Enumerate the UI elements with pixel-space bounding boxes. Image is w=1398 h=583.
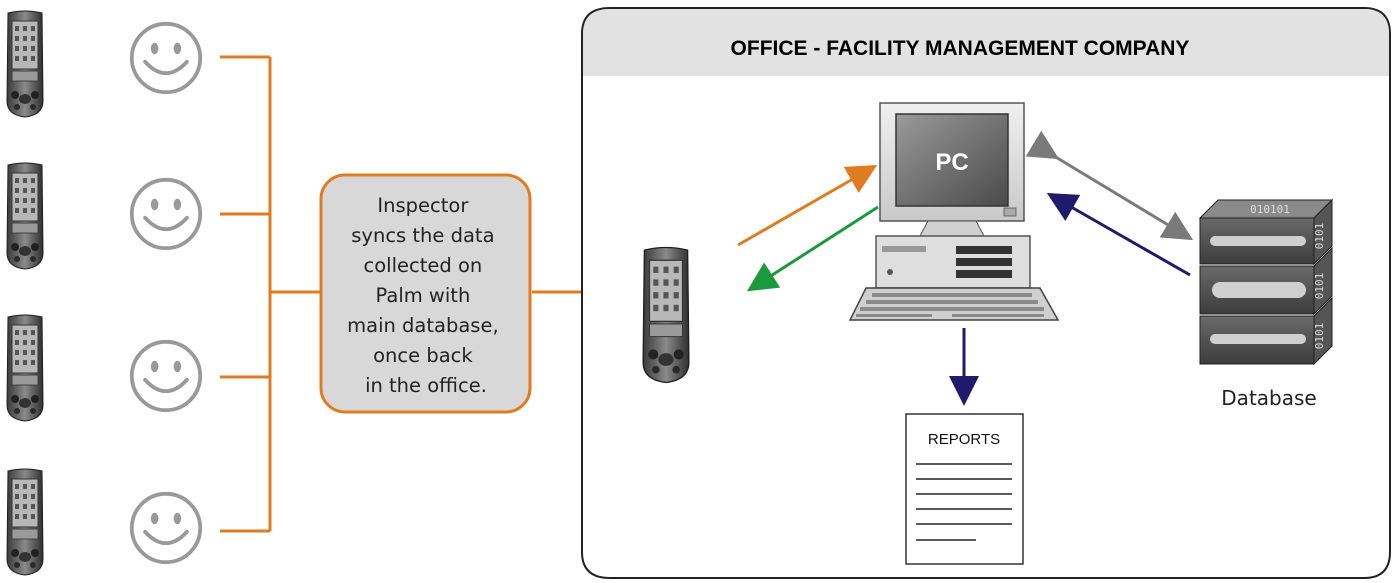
db-sync-arrow [1025, 130, 1194, 241]
palm-to-pc-arrow [737, 165, 878, 247]
db-to-pc-arrow [1046, 193, 1191, 277]
callout-line-4: Palm with [375, 284, 470, 307]
reports-label: REPORTS [928, 431, 1000, 448]
database-server-icon: 010101 0101 0101 0101 [1198, 198, 1334, 366]
db-bits-side-2: 0101 [1313, 273, 1326, 300]
palm-device-icon-1 [6, 10, 44, 118]
office-palm-icon [642, 246, 690, 384]
reports-document: REPORTS [905, 413, 1024, 565]
inspector-bracket [220, 55, 322, 533]
office-header [583, 9, 1389, 76]
callout-line-6: once back [373, 344, 473, 367]
callout-text: Inspector syncs the data collected on Pa… [347, 194, 505, 397]
office-title: OFFICE - FACILITY MANAGEMENT COMPANY [731, 37, 1190, 60]
db-bits-side-3: 0101 [1313, 323, 1326, 350]
db-bits-side-1: 0101 [1313, 223, 1326, 250]
pc-to-palm-arrow [746, 205, 879, 292]
callout-line-5: main database, [347, 314, 499, 337]
pc-screen [895, 113, 1009, 207]
pc-workstation: PC [848, 102, 1060, 321]
callout-line-1: Inspector [377, 194, 469, 217]
reports-lines [916, 463, 1012, 541]
callout-line-2: syncs the data [351, 224, 494, 247]
inspector-smiley-icon-3 [129, 339, 203, 413]
database-label: Database [1221, 386, 1316, 410]
inspector-smiley-icon-1 [129, 21, 203, 95]
inspector-group [6, 10, 203, 576]
reports-page [905, 413, 1024, 565]
palm-device-icon-3 [6, 314, 44, 422]
callout-box [319, 173, 532, 414]
callout-line-3: collected on [364, 254, 483, 277]
db-bits-top: 010101 [1250, 203, 1290, 216]
inspector-smiley-icon-2 [129, 177, 203, 251]
palm-device-icon-2 [6, 162, 44, 270]
sync-callout: Inspector syncs the data collected on Pa… [319, 173, 532, 414]
pc-label: PC [935, 149, 968, 176]
inspector-smiley-icon-4 [129, 491, 203, 565]
callout-line-7: in the office. [365, 374, 487, 397]
palm-device-icon-4 [6, 468, 44, 576]
